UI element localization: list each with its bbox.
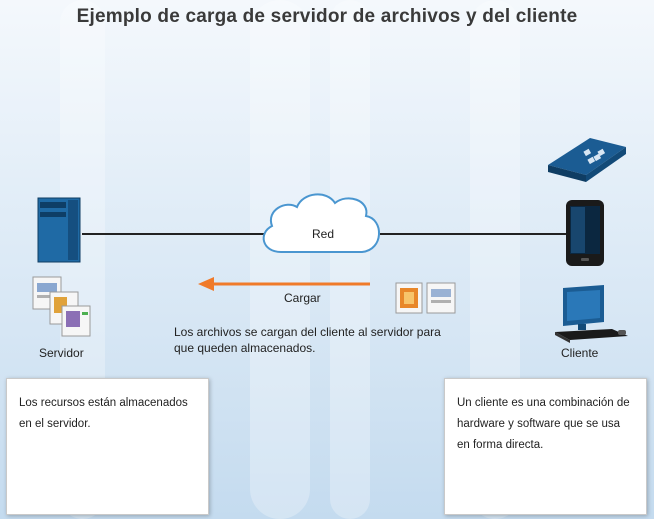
server-info-card: Los recursos están almacenados en el ser… <box>6 378 209 515</box>
upload-description: Los archivos se cargan del cliente al se… <box>174 325 441 355</box>
server-icon <box>37 197 81 263</box>
server-info-text: Los recursos están almacenados en el ser… <box>19 397 188 430</box>
desktop-computer-icon <box>555 285 628 343</box>
server-label: Servidor <box>39 346 84 360</box>
client-label: Cliente <box>561 346 599 360</box>
server-files-icon <box>32 276 91 337</box>
client-files-icon <box>395 282 456 314</box>
page-title: Ejemplo de carga de servidor de archivos… <box>76 6 578 27</box>
phone-icon <box>548 138 626 182</box>
network-label: Red <box>312 227 335 241</box>
smartphone-icon <box>566 200 604 266</box>
client-info-text: Un cliente es una combinación de hardwar… <box>457 397 630 451</box>
upload-label: Cargar <box>284 291 321 305</box>
client-info-card: Un cliente es una combinación de hardwar… <box>444 378 647 515</box>
upload-arrow <box>198 277 370 291</box>
network-cloud-icon <box>262 193 380 253</box>
